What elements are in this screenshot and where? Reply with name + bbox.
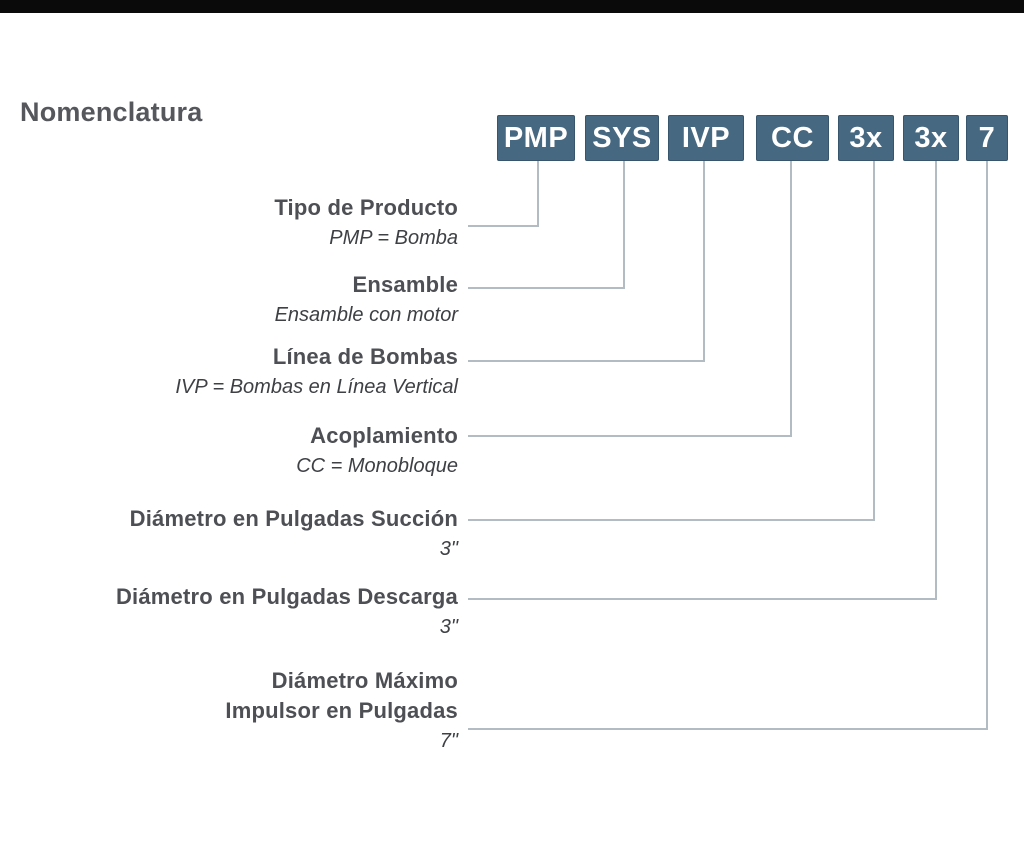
segment-sublabel: 3" — [439, 616, 458, 638]
connector-vertical-5 — [935, 161, 937, 600]
connector-horizontal-1 — [468, 287, 623, 289]
connector-vertical-1 — [623, 161, 625, 289]
code-box-4: 3x — [838, 115, 894, 161]
connector-horizontal-6 — [468, 728, 986, 730]
connector-horizontal-0 — [468, 225, 537, 227]
connector-horizontal-4 — [468, 519, 873, 521]
segment-sublabel: 3" — [439, 538, 458, 560]
connector-horizontal-5 — [468, 598, 935, 600]
code-box-0: PMP — [497, 115, 575, 161]
connector-vertical-4 — [873, 161, 875, 521]
segment-label: Línea de Bombas — [272, 344, 458, 369]
connector-vertical-0 — [537, 161, 539, 227]
code-box-3: CC — [756, 115, 829, 161]
page-title: Nomenclatura — [20, 97, 203, 127]
connector-vertical-2 — [703, 161, 705, 362]
segment-label-block-5: Diámetro en Pulgadas Descarga 3" — [18, 582, 458, 642]
segment-label: Diámetro en Pulgadas Descarga — [115, 584, 458, 609]
segment-label: Acoplamiento — [310, 423, 458, 448]
segment-label-block-3: Acoplamiento CC = Monobloque — [18, 421, 458, 481]
code-box-6: 7 — [966, 115, 1008, 161]
segment-sublabel: PMP = Bomba — [329, 227, 458, 249]
segment-label: Diámetro Máximo Impulsor en Pulgadas — [225, 668, 458, 723]
segment-label-block-6: Diámetro Máximo Impulsor en Pulgadas 7" — [18, 666, 458, 756]
letterbox-bar — [0, 0, 1024, 13]
code-box-1: SYS — [585, 115, 659, 161]
connector-horizontal-2 — [468, 360, 703, 362]
segment-label: Ensamble — [352, 272, 458, 297]
connector-vertical-3 — [790, 161, 792, 437]
segment-label-block-4: Diámetro en Pulgadas Succión 3" — [18, 504, 458, 564]
segment-sublabel: 7" — [439, 730, 458, 752]
connector-horizontal-3 — [468, 435, 790, 437]
segment-sublabel: IVP = Bombas en Línea Vertical — [175, 376, 458, 398]
segment-label: Tipo de Producto — [274, 195, 458, 220]
code-box-5: 3x — [903, 115, 959, 161]
segment-label: Diámetro en Pulgadas Succión — [129, 506, 458, 531]
code-box-2: IVP — [668, 115, 744, 161]
segment-sublabel: CC = Monobloque — [296, 455, 458, 477]
segment-sublabel: Ensamble con motor — [274, 304, 458, 326]
connector-vertical-6 — [986, 161, 988, 730]
